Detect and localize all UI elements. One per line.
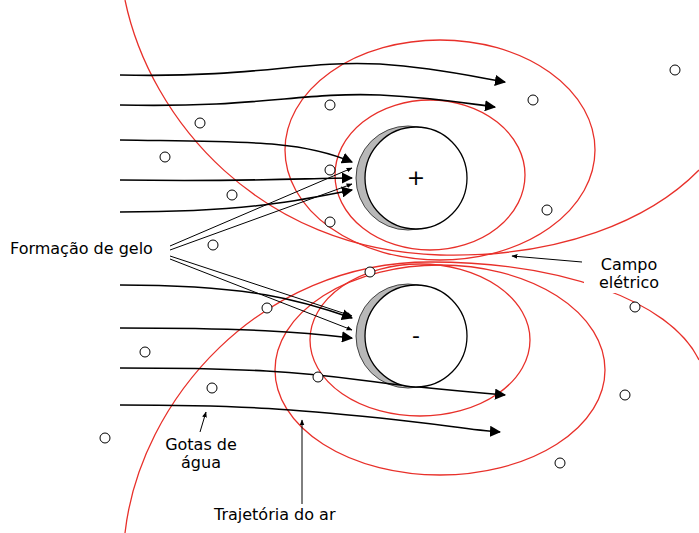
field-line: [335, 100, 525, 250]
conductor-circle: -: [364, 284, 468, 388]
air-path: [120, 405, 500, 432]
polarity-sign: +: [407, 167, 425, 189]
droplet: [100, 433, 110, 443]
droplet: [325, 100, 335, 110]
field-lines: [125, 0, 699, 533]
droplet: [365, 267, 375, 277]
droplet: [620, 390, 630, 400]
droplet: [227, 190, 237, 200]
air-path: [120, 140, 352, 162]
leader-line: [200, 412, 206, 432]
air-path: [120, 178, 352, 181]
droplet: [542, 205, 552, 215]
field-line: [310, 264, 530, 416]
droplet: [313, 372, 323, 382]
annotation-label: Gotas de água: [156, 436, 246, 473]
leader-line: [170, 168, 352, 246]
droplet: [160, 152, 170, 162]
annotation-label: Formação de gelo: [8, 240, 155, 258]
leader-line: [170, 184, 352, 250]
air-path: [120, 190, 352, 212]
air-path: [120, 63, 505, 82]
field-line: [275, 265, 605, 475]
droplets: [100, 65, 680, 468]
air-path: [120, 328, 352, 338]
polarity-sign: -: [412, 325, 420, 347]
leader-line: [170, 256, 352, 316]
air-path: [120, 285, 352, 318]
annotation-label: Trajetória do ar: [212, 506, 337, 524]
air-path: [120, 95, 495, 107]
droplet: [208, 240, 218, 250]
droplet: [207, 383, 217, 393]
leader-line: [512, 256, 582, 262]
droplet: [528, 95, 538, 105]
field-line: [125, 0, 699, 255]
droplet: [325, 217, 335, 227]
droplet: [670, 65, 680, 75]
air-paths: [120, 63, 505, 432]
droplet: [262, 303, 272, 313]
droplet: [195, 118, 205, 128]
droplet: [555, 458, 565, 468]
conductor-circle: +: [364, 126, 468, 230]
field-line: [125, 262, 699, 533]
leader-line: [170, 259, 352, 330]
droplet: [325, 165, 335, 175]
annotation-label: Campo elétrico: [584, 256, 674, 293]
field-line: [285, 40, 595, 260]
leader-line: [302, 420, 303, 504]
conductor-circle-shape: [365, 127, 467, 229]
droplet: [630, 302, 640, 312]
droplet: [140, 347, 150, 357]
conductor-circle-shape: [365, 285, 467, 387]
